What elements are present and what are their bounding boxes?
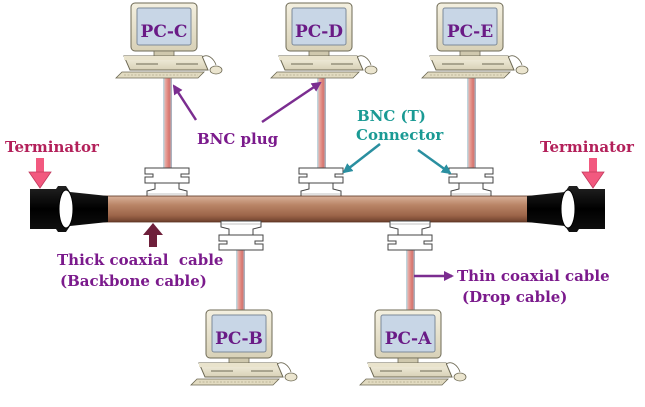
terminator-right-arrow <box>581 158 605 189</box>
bnc-plug-label: BNC plug <box>197 130 279 148</box>
pc-b-label: PC-B <box>215 329 263 349</box>
drop-cable-pc-a <box>406 240 415 320</box>
bnc-connector-pc-c <box>144 167 190 198</box>
pc-e-label: PC-E <box>447 22 493 42</box>
bnc-connector-pc-d <box>298 167 344 198</box>
bnc-t-label-line2: Connector <box>356 126 444 144</box>
drop-cable-pc-b <box>236 240 245 320</box>
bnc-connector-pc-e <box>448 167 494 198</box>
bnc-t-arrow-left <box>342 143 381 174</box>
bnc-t-arrow-right <box>417 148 452 175</box>
terminator-right-label: Terminator <box>540 138 635 156</box>
pc-a-label: PC-A <box>385 329 432 349</box>
bnc-plug-arrow-left <box>172 84 198 121</box>
pc-c-label: PC-C <box>141 22 188 42</box>
bnc-connector-pc-b <box>218 220 264 251</box>
thick-cable-label-line1: Thick coaxial cable <box>57 251 223 269</box>
terminator-left <box>30 186 108 232</box>
terminator-left-label: Terminator <box>5 138 100 156</box>
drop-cable-pc-e <box>467 78 476 172</box>
drop-cable-pc-c <box>163 78 172 172</box>
thick-cable-label-line2: (Backbone cable) <box>60 272 207 290</box>
terminator-left-arrow <box>28 158 52 189</box>
bnc-connector-pc-a <box>387 220 433 251</box>
bnc-t-label-line1: BNC (T) <box>357 107 426 125</box>
bnc-plug-arrow-right <box>261 81 322 124</box>
pc-d-label: PC-D <box>295 22 343 42</box>
thin-cable-label-line2: (Drop cable) <box>462 288 567 306</box>
thin-cable-label-line1: Thin coaxial cable <box>457 267 610 285</box>
terminator-right <box>527 186 605 232</box>
thick-cable-arrow <box>143 223 163 247</box>
drop-cable-pc-d <box>317 78 326 172</box>
backbone-cable <box>99 195 536 223</box>
